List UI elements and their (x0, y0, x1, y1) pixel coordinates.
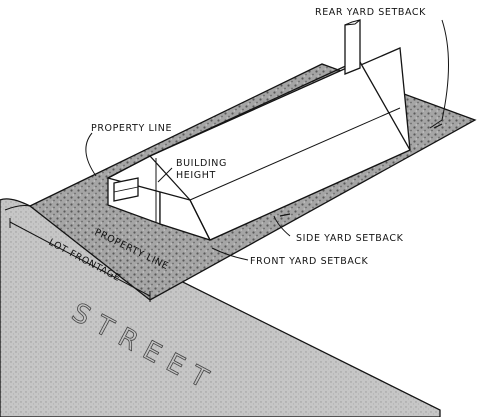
building-height-label-line1: BUILDING (176, 158, 227, 169)
property-line-top-label: PROPERTY LINE (91, 123, 172, 134)
chimney-top (344, 19, 361, 26)
window-mullion (113, 186, 139, 193)
rear-yard-leader (429, 19, 449, 129)
front-yard-leader (211, 247, 249, 261)
building-height-label-line2: HEIGHT (176, 170, 216, 181)
front-gable (107, 155, 191, 201)
side-yard-leader (273, 215, 291, 237)
building-height-leader (157, 167, 173, 183)
roof-ridge (149, 63, 351, 157)
rear-yard-setback-label: REAR YARD SETBACK (315, 7, 426, 18)
roof-corner-line (189, 199, 211, 241)
street-curb-edge (4, 205, 31, 211)
side-yard-setback-label: SIDE YARD SETBACK (296, 233, 404, 244)
roof-eave-line (189, 107, 401, 201)
lot-frontage-dimension (9, 221, 151, 297)
chimney (344, 19, 361, 75)
front-yard-setback-label: FRONT YARD SETBACK (250, 256, 368, 267)
property-line-top-leader (85, 132, 97, 177)
